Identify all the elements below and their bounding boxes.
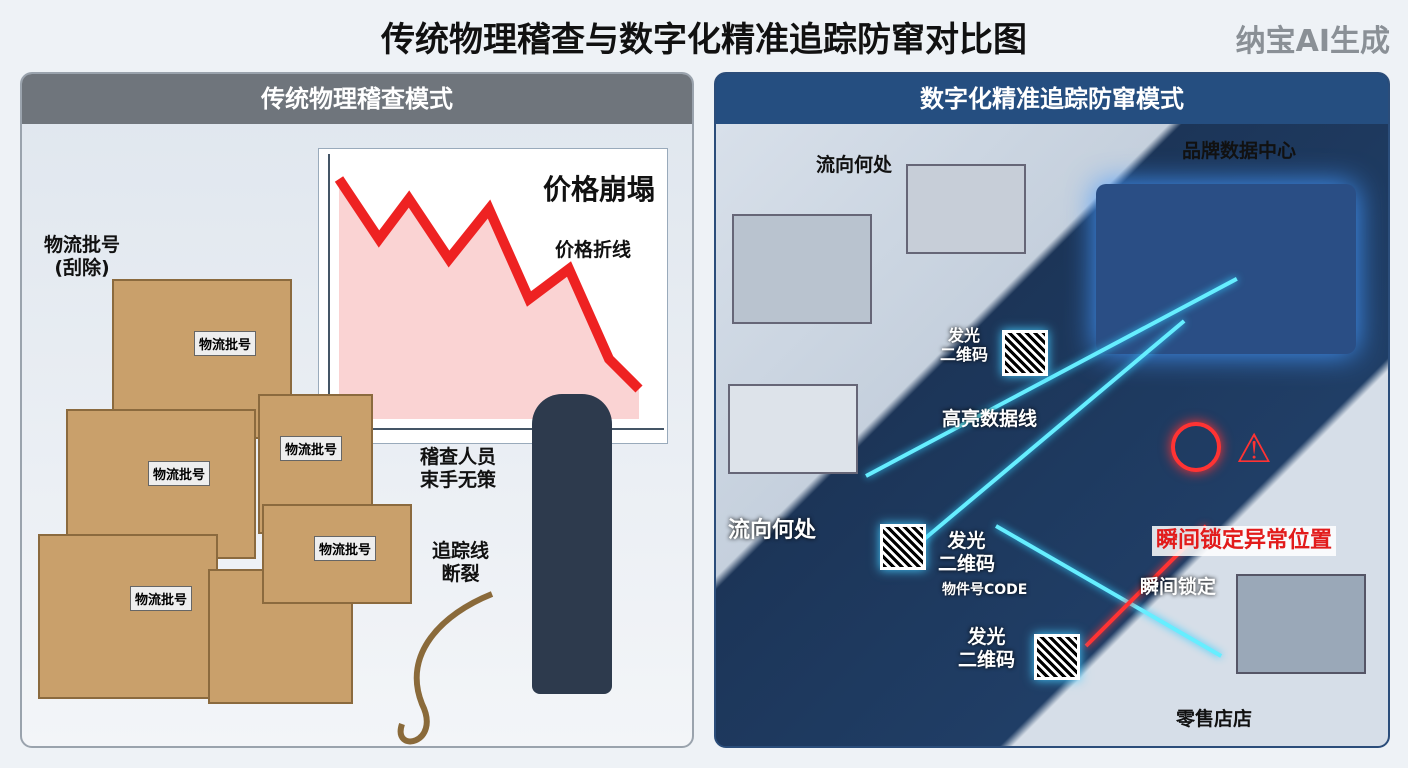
box-tag: 物流批号 bbox=[280, 436, 343, 461]
qr-code bbox=[1002, 330, 1048, 376]
retail-store bbox=[1236, 574, 1366, 674]
qr-code bbox=[1034, 634, 1080, 680]
flow-destination-label: 流向何处 bbox=[816, 154, 893, 176]
box-tag: 物流批号 bbox=[314, 536, 377, 561]
glow-qr-label: 发光 二维码 bbox=[958, 626, 1016, 671]
watermark: 纳宝AI生成 bbox=[1235, 24, 1390, 59]
chart-title: 价格崩塌 bbox=[542, 173, 655, 206]
flow-destination-label: 流向何处 bbox=[728, 518, 817, 543]
glow-qr-label: 发光 二维码 bbox=[938, 530, 996, 575]
warehouse bbox=[732, 214, 872, 324]
brand-data-center-label: 品牌数据中心 bbox=[1182, 140, 1297, 162]
retail-store-label: 零售店店 bbox=[1176, 708, 1253, 730]
data-center-servers bbox=[1096, 184, 1356, 354]
truck bbox=[728, 384, 858, 474]
instant-lock-label: 瞬间锁定 bbox=[1140, 576, 1217, 598]
price-line-graphic bbox=[328, 154, 664, 430]
broken-rope bbox=[397, 591, 494, 745]
target-icon bbox=[1171, 422, 1221, 472]
warning-icon: ⚠ bbox=[1236, 426, 1272, 472]
page-title: 传统物理稽查与数字化精准追踪防窜对比图 bbox=[381, 20, 1027, 60]
warehouse bbox=[906, 164, 1026, 254]
locate-abnormal-label: 瞬间锁定异常位置 bbox=[1152, 526, 1337, 557]
digital-panel: 数字化精准追踪防窜模式 ⚠ 流向何处 品牌数据中心 发光 二维码 高亮数据线 流… bbox=[714, 72, 1390, 748]
traditional-panel: 传统物理稽查模式 价格崩塌 价格折线 物流批号 (刮除) 物流批号 物流批号 物… bbox=[20, 72, 694, 748]
qr-code bbox=[880, 524, 926, 570]
batch-number-label: 物流批号 (刮除) bbox=[44, 234, 121, 279]
cardboard-box: 物流批号 bbox=[38, 534, 218, 699]
price-collapse-chart: 价格崩塌 价格折线 bbox=[318, 148, 668, 444]
rope-label: 追踪线 断裂 bbox=[432, 540, 490, 585]
price-line-label: 价格折线 bbox=[555, 239, 632, 261]
traditional-header: 传统物理稽查模式 bbox=[22, 74, 692, 124]
box-tag: 物流批号 bbox=[130, 586, 193, 611]
inspector-label: 稽查人员 束手无策 bbox=[420, 446, 497, 491]
box-tag: 物流批号 bbox=[194, 331, 257, 356]
data-line-label: 高亮数据线 bbox=[942, 408, 1038, 430]
item-code-label: 物件号CODE bbox=[942, 582, 1028, 598]
digital-header: 数字化精准追踪防窜模式 bbox=[716, 74, 1388, 124]
box-tag: 物流批号 bbox=[148, 461, 211, 486]
cardboard-box: 物流批号 bbox=[262, 504, 412, 604]
inspector-figure bbox=[532, 394, 612, 694]
glow-qr-label: 发光 二维码 bbox=[940, 326, 989, 365]
